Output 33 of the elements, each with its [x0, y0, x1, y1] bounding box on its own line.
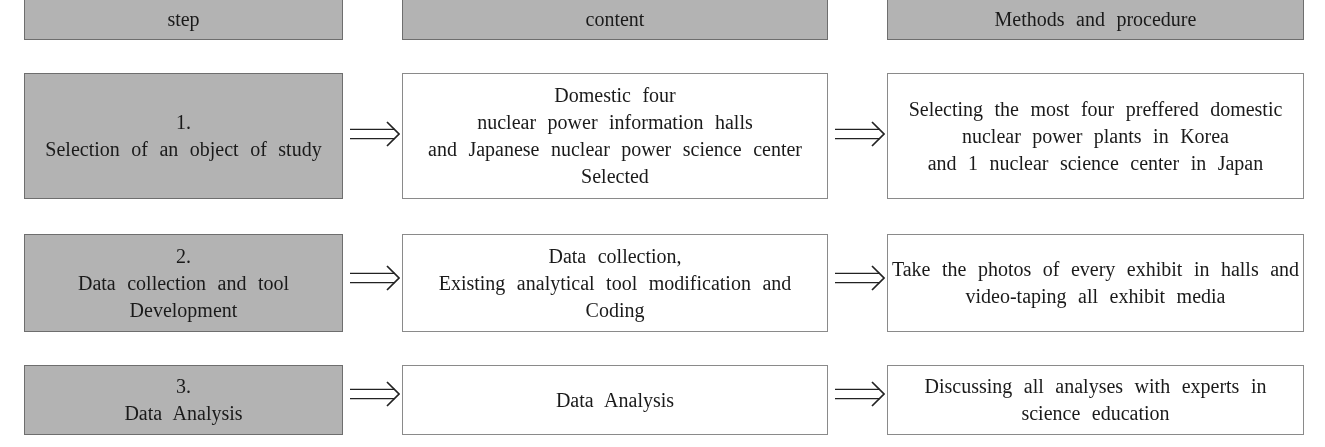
double-arrow: [350, 381, 400, 407]
step-box: [24, 365, 343, 435]
double-arrow: [835, 121, 885, 147]
process-box: [402, 73, 828, 199]
process-text: Take the photos of every exhibit in halls and video-taping all exhibit media: [891, 257, 1300, 310]
column-heading: content: [585, 7, 645, 32]
step-title: Data Analysis: [124, 401, 243, 427]
process-box: [887, 73, 1304, 199]
double-arrow: [835, 265, 885, 291]
process-box: [887, 365, 1304, 435]
process-text: Data collection, Existing analytical tool modification and Coding: [438, 243, 792, 324]
double-arrow: [350, 265, 400, 291]
column-header-box: [402, 0, 828, 40]
process-text: Discussing all analyses with experts in science education: [924, 374, 1267, 426]
step-number: 3.: [176, 374, 191, 399]
process-text: Selecting the most four preffered domestic nuclear power plants in Korea and 1 nuclear science center in Japan: [908, 96, 1283, 177]
process-text: Domestic four nuclear power information halls and Japanese nuclear power science center Selected: [428, 83, 802, 189]
column-header-box: [887, 0, 1304, 40]
step-box: [24, 73, 343, 199]
column-header-box: [24, 0, 343, 40]
double-arrow: [350, 121, 400, 147]
column-heading: step: [167, 7, 200, 33]
step-number: 2.: [176, 243, 191, 269]
step-box: [24, 234, 343, 332]
step-title: Selection of an object of study: [45, 137, 322, 163]
column-heading: Methods and procedure: [994, 7, 1197, 33]
double-arrow: [835, 381, 885, 407]
process-box: [402, 365, 828, 435]
step-number: 1.: [176, 110, 191, 135]
process-box: [402, 234, 828, 332]
step-title: Data collection and tool Development: [77, 270, 290, 324]
process-text: Data Analysis: [555, 387, 675, 414]
process-box: [887, 234, 1304, 332]
